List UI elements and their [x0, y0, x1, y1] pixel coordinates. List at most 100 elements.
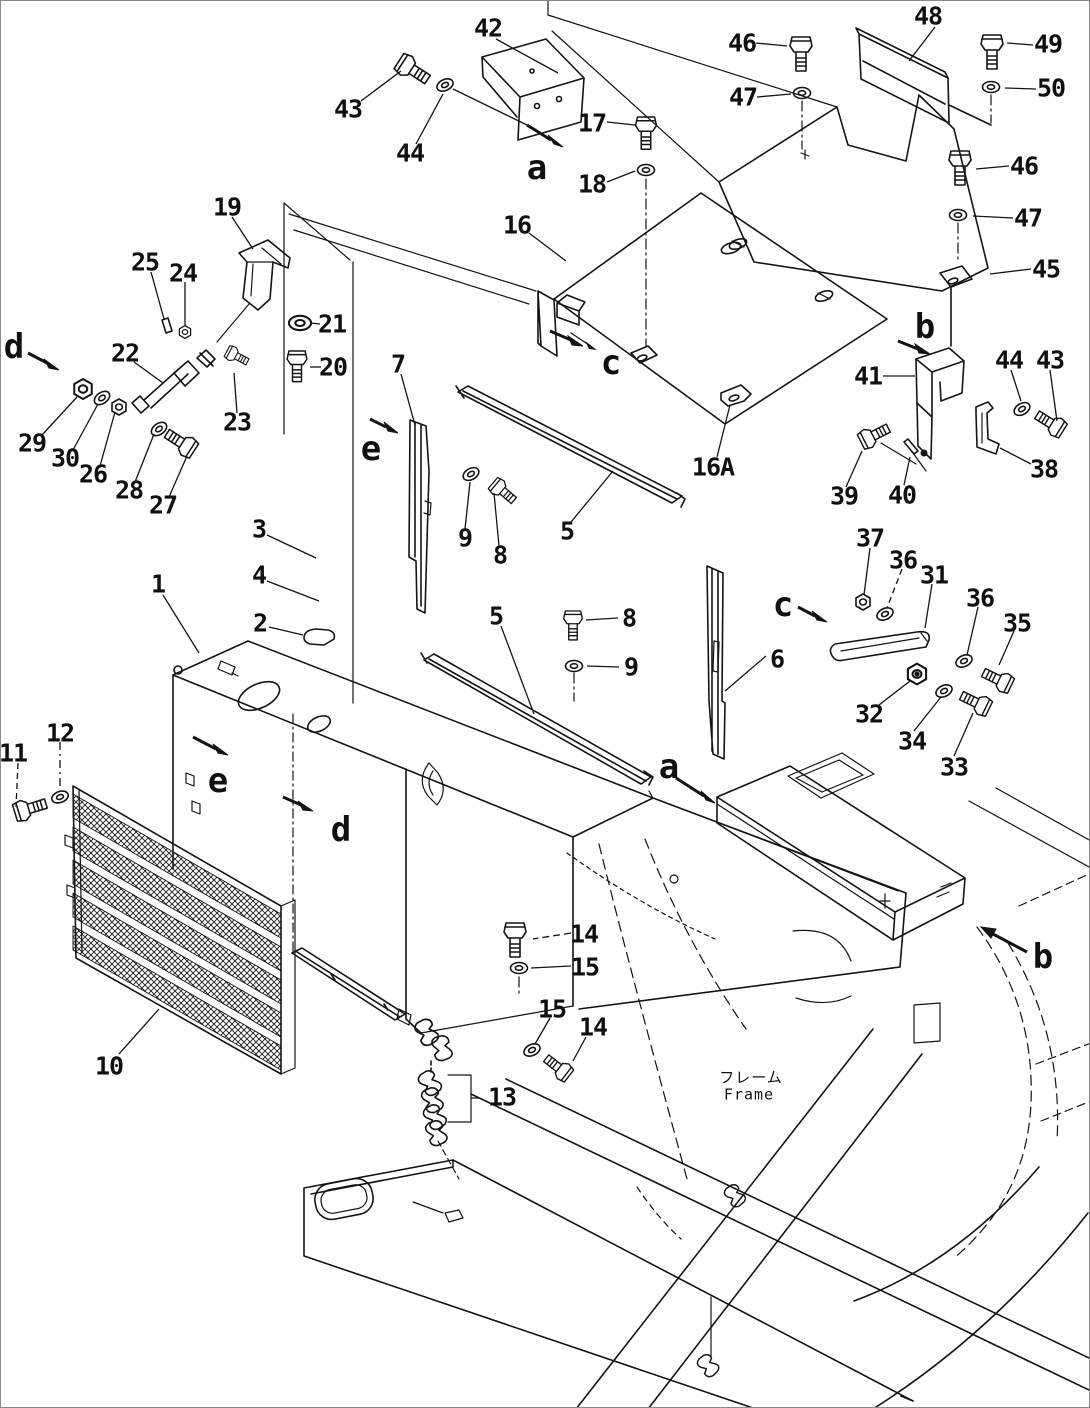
part-label-16A: 16A: [691, 452, 735, 482]
view-letter-c1: c: [600, 343, 622, 383]
part-label-8a: 8: [492, 540, 508, 570]
view-letter-c2: c: [772, 585, 794, 625]
view-letter-b2: b: [1032, 937, 1054, 977]
part-label-42: 42: [473, 13, 503, 43]
caption-caption-jp: フレーム: [719, 1068, 783, 1087]
part-label-45: 45: [1031, 254, 1061, 284]
arrow-b1: [897, 339, 931, 355]
arrow-e2: [192, 735, 229, 756]
part-label-22: 22: [110, 338, 140, 368]
part-label-26: 26: [78, 459, 108, 489]
frame-line-art: [303, 752, 1089, 1407]
cover-plate-16: [537, 192, 888, 425]
part-label-15a: 15: [570, 952, 600, 982]
part-label-46b: 46: [1009, 151, 1039, 181]
strip-6: [706, 565, 726, 760]
angle-strip-5-lower: [420, 652, 654, 786]
part-label-36a: 36: [888, 545, 918, 575]
part-label-20: 20: [318, 352, 348, 382]
part-label-48: 48: [913, 1, 943, 31]
part-label-17: 17: [577, 108, 607, 138]
part-label-3: 3: [251, 514, 267, 544]
part-label-29: 29: [17, 428, 47, 458]
part-label-1: 1: [150, 569, 166, 599]
lower-support-strip: [291, 947, 412, 1026]
arrow-d2: [282, 795, 314, 812]
part-label-13: 13: [487, 1082, 517, 1112]
plate-2: [303, 628, 336, 646]
radiator-guard-1: [172, 640, 907, 1034]
caption-caption-en: Frame: [723, 1085, 775, 1104]
hardware-nuts: [73, 324, 928, 686]
part-label-9b: 9: [623, 652, 639, 682]
part-label-43a: 43: [333, 94, 363, 124]
part-label-8b: 8: [621, 603, 637, 633]
arrow-d1: [27, 351, 60, 371]
part-label-32: 32: [854, 699, 884, 729]
arrow-c2: [797, 605, 828, 623]
pin-25: [161, 317, 173, 334]
part-label-14b: 14: [578, 1012, 608, 1042]
assembly-projection-lines: [518, 94, 992, 994]
part-label-6: 6: [769, 644, 785, 674]
part-label-14a: 14: [569, 919, 599, 949]
part-label-12: 12: [45, 718, 75, 748]
view-letter-e1: e: [360, 429, 382, 469]
part-label-15b: 15: [537, 994, 567, 1024]
part-label-7: 7: [390, 349, 406, 379]
view-letter-d1: d: [3, 327, 25, 367]
part-label-16: 16: [502, 210, 532, 240]
view-letter-d2: d: [330, 810, 352, 850]
part-label-38: 38: [1029, 454, 1059, 484]
part-label-21: 21: [317, 309, 347, 339]
part-label-49: 49: [1033, 29, 1063, 59]
angle-strip-5-upper: [455, 385, 686, 508]
link-38: [975, 401, 1000, 455]
arrow-b2: [979, 926, 1028, 954]
clip-16A: [720, 384, 752, 407]
part-label-34: 34: [897, 726, 927, 756]
view-letter-e2: e: [207, 761, 229, 801]
part-label-11: 11: [0, 738, 28, 768]
part-label-47b: 47: [1013, 203, 1043, 233]
top-plate-45: [718, 94, 992, 347]
arrow-a1: [452, 88, 564, 148]
view-letter-a1: a: [526, 148, 548, 188]
view-boundary-lines: [283, 1, 838, 704]
hook-plate-31: [829, 630, 931, 662]
part-label-9a: 9: [457, 523, 473, 553]
part-label-40: 40: [887, 480, 917, 510]
part-label-19: 19: [212, 192, 242, 222]
leader-lines: [15, 26, 1058, 1062]
part-label-36b: 36: [965, 583, 995, 613]
part-label-18: 18: [577, 169, 607, 199]
part-label-47a: 47: [728, 82, 758, 112]
rod-assembly-22: [131, 303, 250, 414]
view-direction-arrows: [27, 88, 1028, 954]
part-label-5a: 5: [559, 516, 575, 546]
part-label-27: 27: [148, 490, 178, 520]
part-label-33: 33: [939, 752, 969, 782]
bracket-41: [880, 347, 965, 472]
part-label-44a: 44: [395, 138, 425, 168]
strip-7: [408, 419, 432, 614]
part-label-44b: 44: [994, 345, 1024, 375]
part-label-39: 39: [829, 481, 859, 511]
upper-strip-48: [855, 27, 950, 124]
part-label-50: 50: [1036, 73, 1066, 103]
part-label-35: 35: [1002, 608, 1032, 638]
radiator-grille-10: [64, 785, 296, 1075]
view-letter-a2: a: [658, 747, 680, 787]
view-letter-b1: b: [914, 307, 936, 347]
part-label-23: 23: [222, 407, 252, 437]
bracket-42: [481, 38, 585, 141]
part-label-10: 10: [94, 1051, 124, 1081]
arrow-a2: [675, 776, 716, 804]
part-label-41: 41: [853, 361, 883, 391]
part-label-4: 4: [251, 560, 267, 590]
bracket-19: [238, 239, 291, 311]
part-label-2: 2: [252, 608, 268, 638]
part-label-24: 24: [168, 258, 198, 288]
pin-40: [903, 438, 919, 455]
